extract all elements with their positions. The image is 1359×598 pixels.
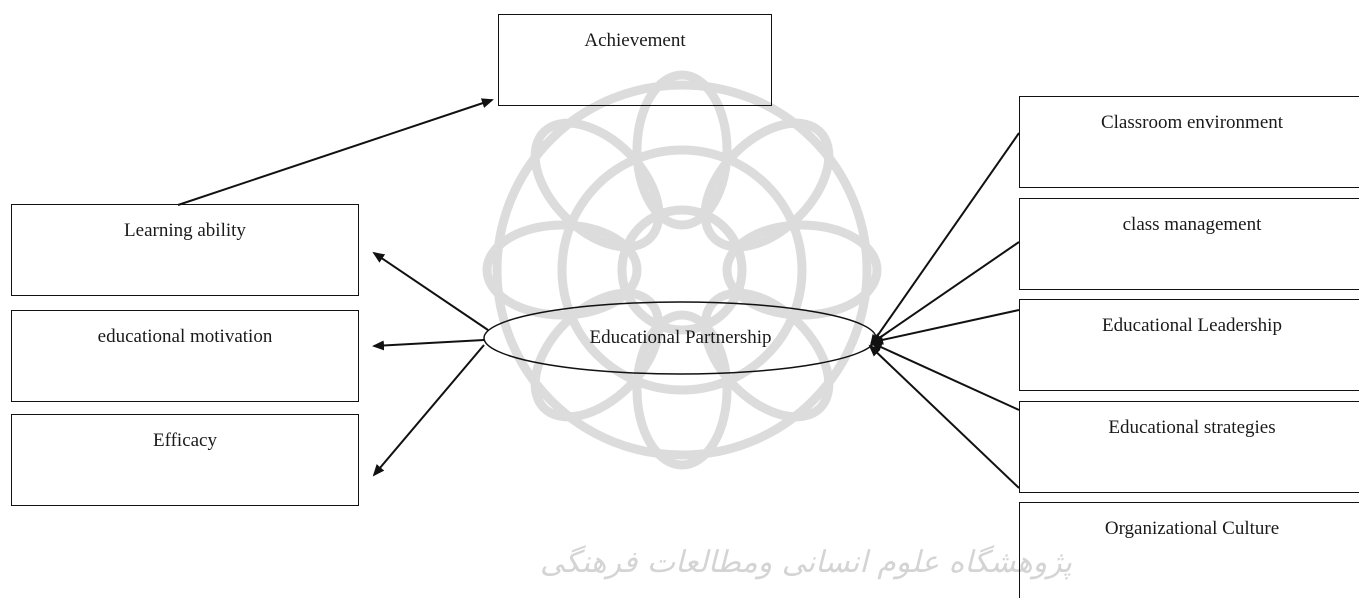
box-classroom-environment-label: Classroom environment [1100,112,1284,133]
arrow-to-learning-ability [372,251,489,331]
box-organizational-culture: Organizational Culture [1019,502,1359,598]
box-classroom-environment: Classroom environment [1019,96,1359,188]
box-educational-leadership-label: Educational Leadership [1102,315,1282,336]
arrow-from-organizational-culture [868,344,1020,489]
arrow-to-educational-motivation [372,339,485,351]
watermark-emblem [482,70,882,470]
box-educational-strategies-label: Educational strategies [1108,417,1276,438]
box-organizational-culture-label: Organizational Culture [1104,518,1280,539]
box-achievement-label: Achievement [584,30,686,51]
arrow-from-educational-strategies [870,342,1020,411]
arrow-from-educational-leadership [871,309,1020,345]
arrow-from-classroom-environment [869,132,1020,347]
box-achievement: Achievement [498,14,772,106]
box-learning-ability: Learning ability [11,204,359,296]
center-label: Educational Partnership [589,327,772,348]
watermark-text: پژوهشگاه علوم انسانی ومطالعات فرهنگی [540,545,1073,580]
arrow-to-efficacy [372,344,485,477]
box-class-management: class management [1019,198,1359,290]
box-class-management-label: class management [1122,214,1262,235]
arrow-learning-to-achievement [177,98,494,206]
arrow-from-class-management [870,241,1020,345]
box-learning-ability-label: Learning ability [124,220,246,241]
box-efficacy: Efficacy [11,414,359,506]
box-efficacy-label: Efficacy [153,430,217,451]
box-educational-motivation: educational motivation [11,310,359,402]
box-educational-strategies: Educational strategies [1019,401,1359,493]
box-educational-motivation-label: educational motivation [97,326,273,347]
box-educational-leadership: Educational Leadership [1019,299,1359,391]
